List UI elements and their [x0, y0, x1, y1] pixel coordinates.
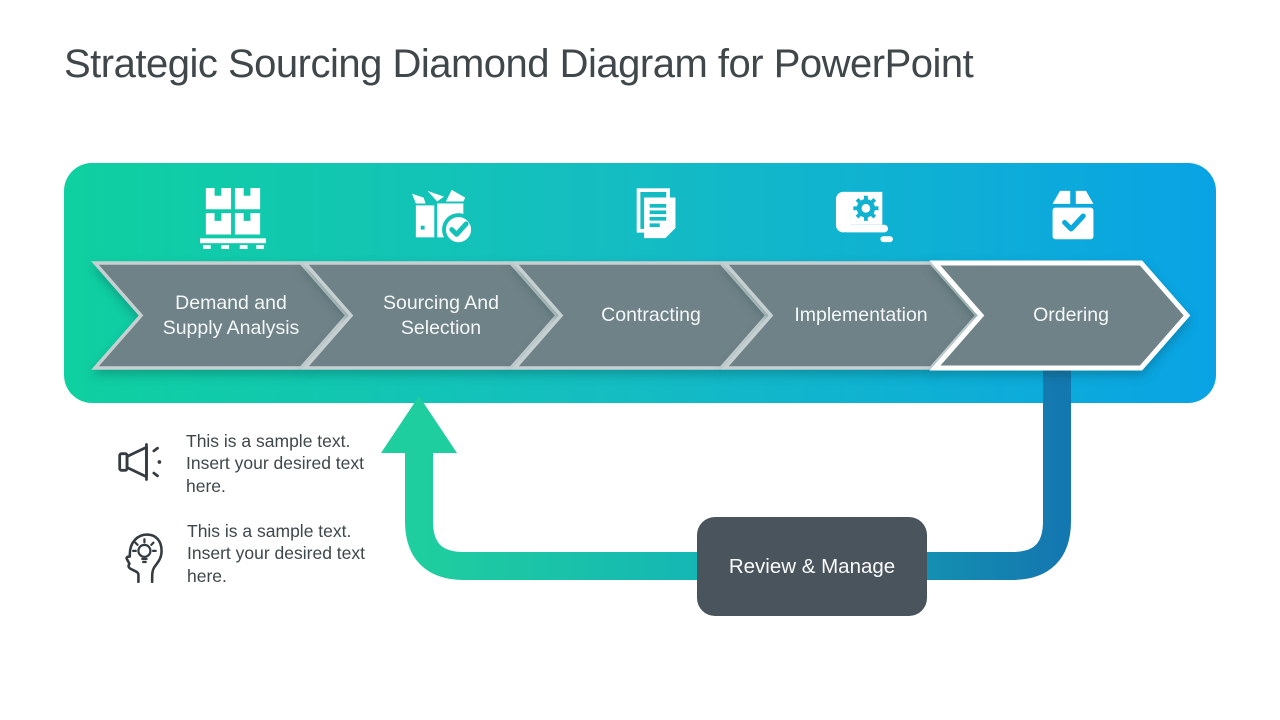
- head-idea-icon: [125, 533, 163, 583]
- loop-arrowhead-icon: [381, 396, 457, 453]
- package-check-icon: [1052, 190, 1094, 240]
- stage-implementation: Implementation: [721, 261, 980, 370]
- review-manage-label: Review & Manage: [728, 554, 896, 578]
- stage-contracting: Contracting: [511, 261, 770, 370]
- note-item-2: This is a sample text. Insert your desir…: [112, 520, 369, 587]
- review-manage-box: Review & Manage: [697, 517, 927, 616]
- stage-label: Contracting: [601, 304, 701, 327]
- stage-label: Demand and Supply Analysis: [162, 292, 300, 339]
- note-item-1: This is a sample text. Insert your desir…: [112, 430, 368, 497]
- blueprint-gear-icon: [835, 191, 893, 243]
- note-text: This is a sample text. Insert your desir…: [186, 431, 364, 496]
- note-text: This is a sample text. Insert your desir…: [187, 521, 365, 586]
- stage-label: Implementation: [794, 304, 928, 327]
- page-title: Strategic Sourcing Diamond Diagram for P…: [64, 42, 974, 86]
- pallet-boxes-icon: [200, 187, 266, 249]
- documents-icon: [636, 188, 676, 239]
- stage-ordering: Ordering: [929, 260, 1191, 371]
- stage-demand-supply-analysis: Demand and Supply Analysis: [91, 261, 350, 370]
- stage-label: Ordering: [1033, 304, 1109, 327]
- stage-sourcing-selection: Sourcing And Selection: [301, 261, 560, 370]
- megaphone-icon: [118, 443, 162, 481]
- stage-label: Sourcing And Selection: [382, 292, 499, 339]
- box-check-icon: [412, 189, 472, 243]
